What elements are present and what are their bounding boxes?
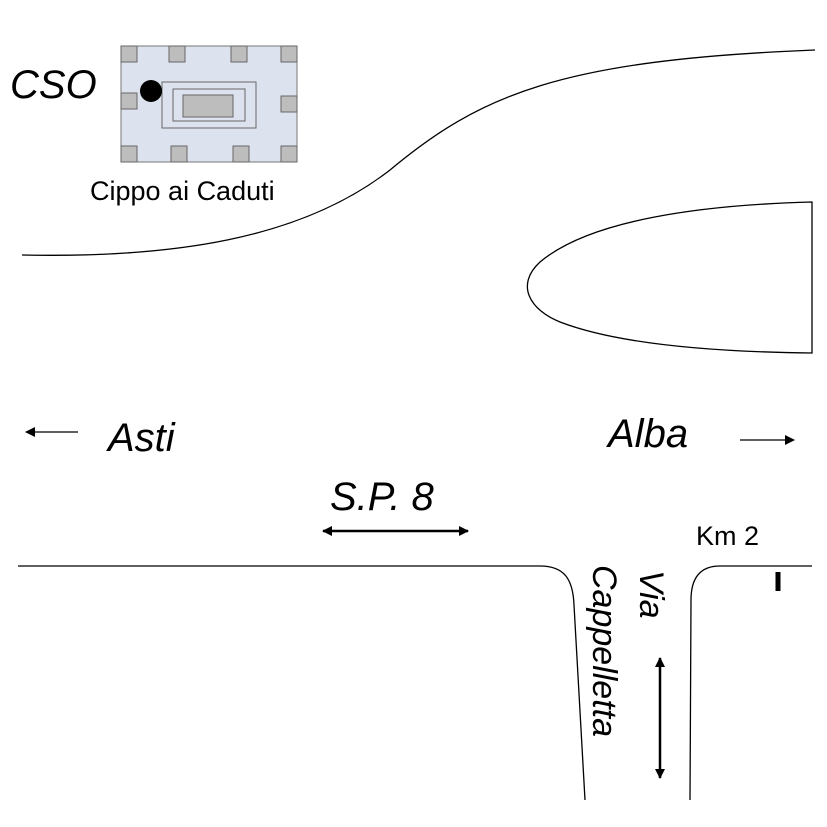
- road-label-cappelletta: Cappelletta: [585, 565, 623, 737]
- road-edge-lower: [18, 565, 586, 801]
- road-label-via: Via: [632, 570, 670, 619]
- cso-marker-icon: [140, 80, 162, 102]
- road-edge-junction-right: [689, 565, 812, 801]
- km-marker-label: Km 2: [696, 521, 759, 551]
- cso-label: CSO: [10, 63, 97, 107]
- direction-label-asti: Asti: [106, 416, 176, 460]
- road-edge-upper: [21, 49, 816, 256]
- traffic-island: [526, 201, 813, 354]
- direction-label-alba: Alba: [606, 412, 688, 456]
- monument-icon: [120, 45, 298, 163]
- road-label-sp8: S.P. 8: [330, 475, 435, 519]
- monument-label: Cippo ai Caduti: [90, 176, 275, 206]
